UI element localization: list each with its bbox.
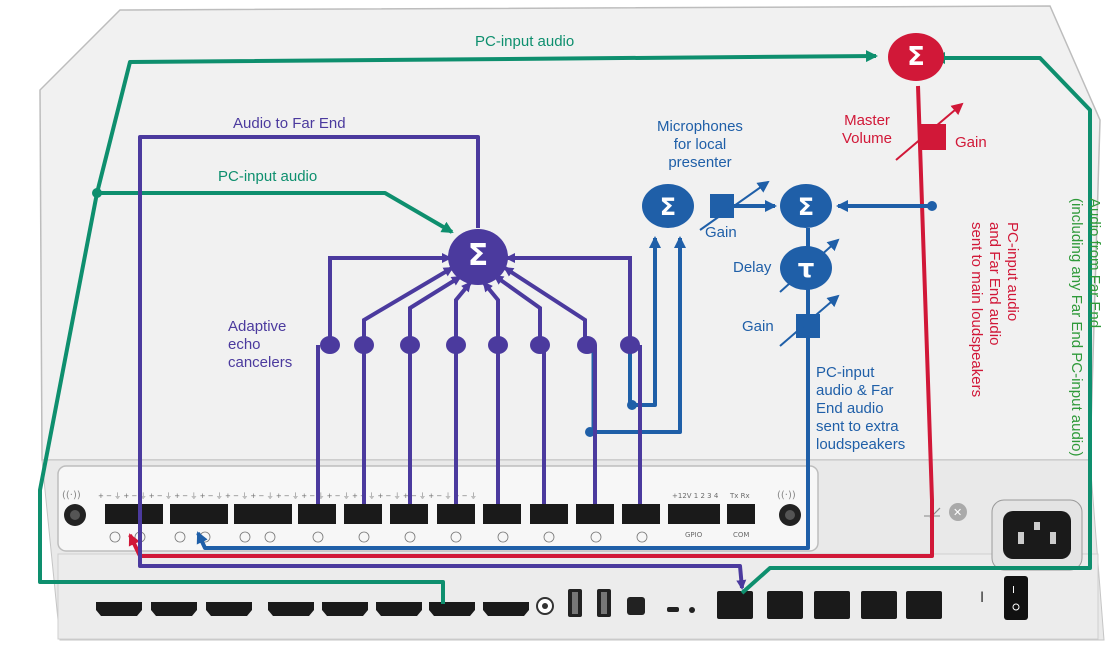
pc-input-top-label: PC-input audio [475,33,575,50]
pc-input-junction [92,188,102,198]
usb-ports [536,589,695,617]
audio-to-far-end-label: Audio to Far End [233,115,346,132]
wifi-antenna-icon: ((·)) ((·)) [62,490,801,526]
mic-sum-node [642,184,694,228]
mic-sum-symbol: Σ [659,193,677,221]
master-gain-label: Gain [955,134,987,151]
echo-canceler-dots [320,336,640,354]
master-sum-node [888,33,944,81]
com-pins-label: Tx Rx [729,492,750,500]
audio-terminal-blocks: + − ⏚ + − ⏚ + − ⏚ + − ⏚ + − ⏚ + − ⏚ + − … [98,492,755,524]
main-loudspeaker-path [128,85,934,558]
svg-text:I: I [980,590,984,606]
hdmi-ports [96,602,529,616]
mic-input-paths [316,345,642,504]
extra-gain-label: Gain [742,318,774,335]
codec-device [39,5,1105,641]
gpio-label: GPIO [685,531,703,539]
pc-input-mid-label: PC-input audio [218,168,318,185]
com-label: COM [733,531,749,539]
extra-sum-node [780,184,832,228]
extra-sum-symbol: Σ [797,193,815,221]
svg-text:I: I [1012,585,1015,596]
svg-text:((·)): ((·)) [62,490,81,501]
aec-sum-symbol: Σ [467,238,489,273]
svg-text:((·)): ((·)) [777,490,796,501]
audio-from-far-end-path [740,52,1092,595]
power-inlet [991,499,1083,571]
delay-label: Delay [733,259,772,276]
power-switch: I I [980,576,1028,620]
mic-port-icons [109,531,648,543]
audio-to-far-end-path [138,135,747,590]
svg-text:+ − ⏚ + − ⏚ + − ⏚ + − ⏚ + − ⏚: + − ⏚ + − ⏚ + − ⏚ + − ⏚ + − ⏚ + − ⏚ + − … [98,492,477,500]
ethernet-ports [717,591,942,619]
gpio-pins-label: +12V 1 2 3 4 [672,492,719,500]
master-sum-symbol: Σ [907,42,925,72]
far-end-vertical-label: Audio from Far End(including any Far End… [1068,198,1103,457]
svg-text:✕: ✕ [953,506,962,519]
delay-symbol: τ [797,254,815,284]
aec-sum-node [448,229,508,285]
extra-gain-block [796,314,820,338]
pc-input-audio-path [38,50,878,604]
mic-gain-label: Gain [705,224,737,241]
